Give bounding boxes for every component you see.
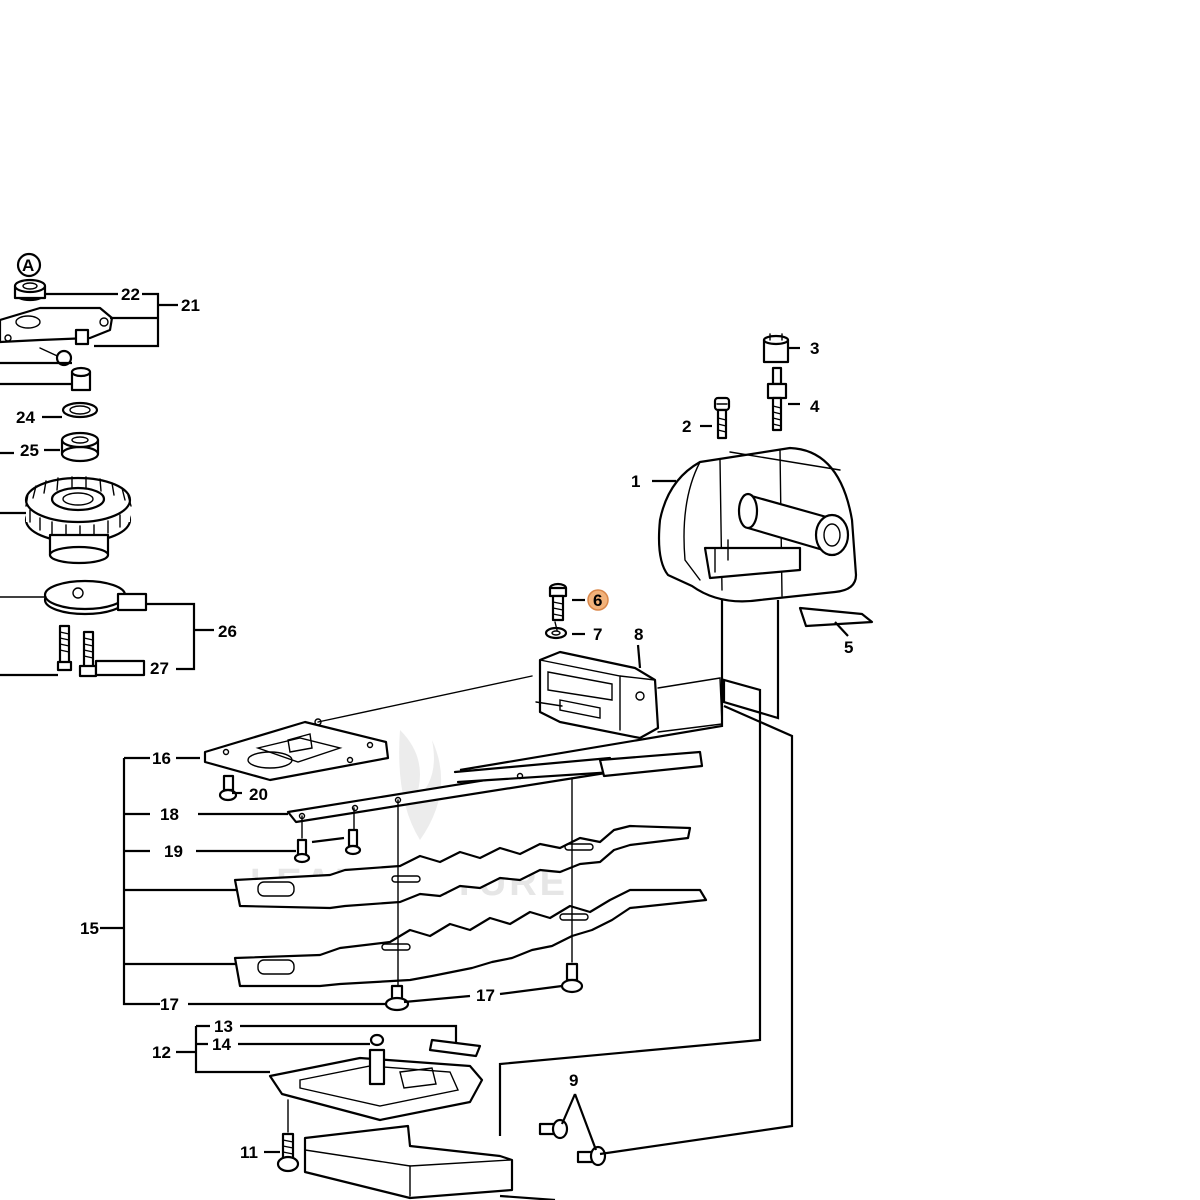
washer-27 [94,659,146,677]
screw-11 [276,1132,300,1173]
callout-15: 15 [80,919,99,938]
callout-26: 26 [218,622,237,641]
callout-20: 20 [249,785,268,804]
callout-18: 18 [160,805,179,824]
callout-2: 2 [682,417,691,436]
callout-21: 21 [181,296,200,315]
screw-6 [548,582,568,622]
callout-1: 1 [631,472,640,491]
callout-25: 25 [20,441,39,460]
callout-6-highlight [587,589,609,611]
gear-teeth [25,476,132,538]
screw-2 [713,396,731,440]
gear-assembly: A [0,252,148,678]
lower-blade [233,888,708,988]
callout-3: 3 [810,339,819,358]
blade-cover-8 [538,650,723,740]
slider-block [116,592,148,612]
callout-7: 7 [593,625,602,644]
callout-17-left: 17 [160,995,179,1014]
screw-20 [218,774,238,802]
nut-3 [762,333,790,364]
callout-16: 16 [152,749,171,768]
callout-6: 6 [593,591,602,610]
callout-17-right: 17 [476,986,495,1005]
gasket-5 [798,606,874,628]
guide-bar-18 [286,750,704,824]
marker-letter: A [22,256,34,275]
callout-11: 11 [240,1143,258,1162]
lower-plate-12 [268,1033,484,1122]
callout-22: 22 [121,285,140,304]
gearbox-plate-16 [203,718,390,782]
stud-4 [766,366,788,432]
callout-13: 13 [214,1017,233,1036]
lower-tray [303,1124,556,1200]
callout-24: 24 [16,408,35,427]
callout-9: 9 [569,1071,578,1090]
callout-5: 5 [844,638,853,657]
callout-19: 19 [164,842,183,861]
leader-lines [0,292,849,1156]
gear-housing [657,446,874,628]
callout-12: 12 [152,1043,171,1062]
marker-circle [16,252,42,278]
callout-14: 14 [212,1035,231,1054]
callout-8: 8 [634,625,643,644]
washer-7 [544,626,568,640]
screws-9 [538,1118,607,1167]
circlip-24 [61,401,99,419]
screws-19 [293,828,362,864]
callout-4: 4 [810,397,820,416]
upper-blade [233,824,692,910]
callout-labels: 22 21 24 25 26 27 1 2 3 4 5 6 7 8 9 11 1… [16,285,853,1162]
callout-27: 27 [150,659,169,678]
screw [55,349,73,367]
